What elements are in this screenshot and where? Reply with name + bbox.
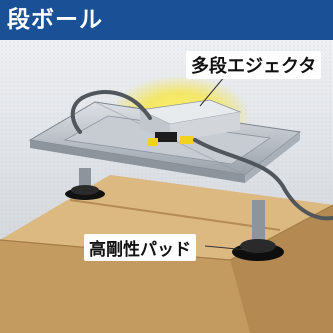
header-title: 段ボール: [7, 7, 103, 33]
header-bar: 段ボール: [0, 0, 333, 40]
ejector-leader-line: [199, 75, 226, 107]
suction-pad-right: [232, 200, 284, 261]
illustration: [0, 40, 333, 333]
pad-leader-line: [204, 245, 249, 251]
pad-label: 高剛性パッド: [84, 234, 196, 261]
ejector-label: 多段エジェクタ: [186, 51, 322, 79]
air-hoses: [70, 90, 333, 221]
suction-pad-left: [65, 168, 105, 200]
multistage-ejector: [138, 99, 242, 146]
